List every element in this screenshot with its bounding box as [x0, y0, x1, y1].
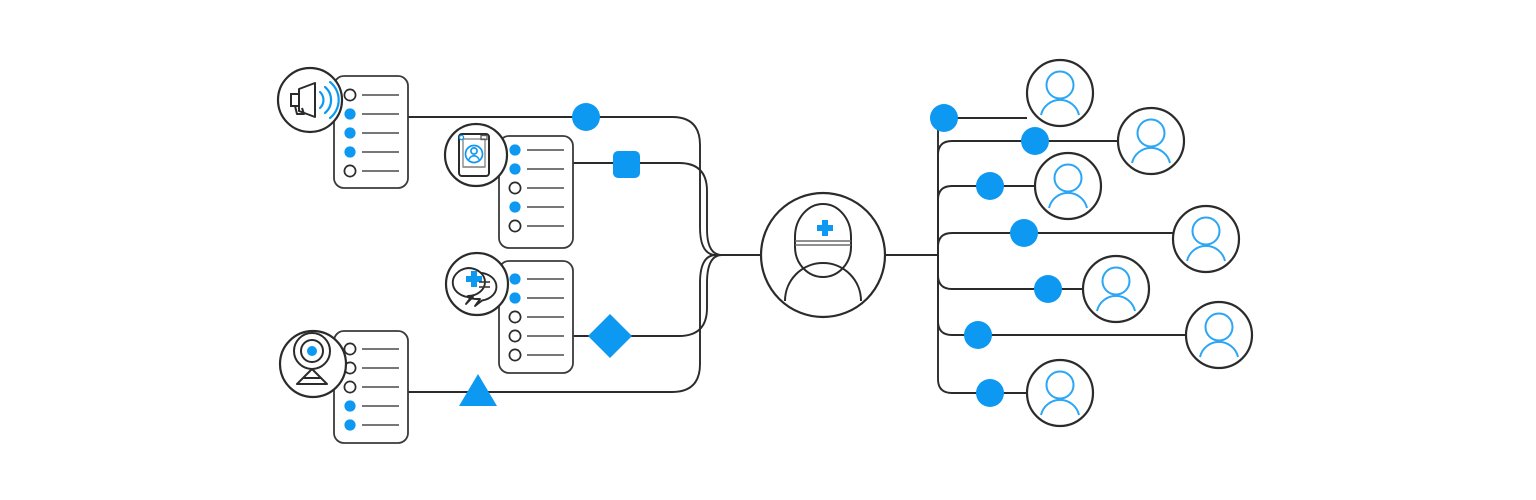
- square-marker: [613, 151, 640, 178]
- card-bullets: [508, 144, 522, 233]
- card-body: [333, 75, 409, 189]
- source-card-tablet[interactable]: [443, 122, 574, 249]
- node-dot-markers: [930, 104, 1062, 407]
- node-dot-marker: [930, 104, 958, 132]
- node-dot-marker: [1021, 127, 1049, 155]
- card-bullets: [343, 88, 357, 178]
- card-rows: [527, 278, 564, 356]
- edge-chat-to-hub: [573, 254, 761, 337]
- edge-tablet-to-hub: [573, 162, 761, 256]
- source-card-chat[interactable]: [444, 251, 574, 374]
- card-bullets: [508, 273, 522, 362]
- edge-hub-to-patient-7: [937, 255, 1027, 394]
- card-bullets: [343, 342, 357, 431]
- node-dot-marker: [976, 379, 1004, 407]
- source-card-camera[interactable]: [278, 329, 409, 444]
- patient-node-3[interactable]: [1033, 151, 1103, 221]
- card-rows: [527, 149, 564, 227]
- node-dot-marker: [1034, 275, 1062, 303]
- edge-hub-to-patient-2: [937, 140, 1118, 255]
- source-card-megaphone[interactable]: [276, 66, 409, 189]
- node-dot-marker: [1010, 219, 1038, 247]
- circle-marker: [572, 103, 600, 131]
- diamond-marker: [588, 314, 632, 358]
- card-rows: [362, 348, 399, 426]
- edge-hub-to-patient-4: [937, 232, 1173, 255]
- patient-nodes: [1025, 58, 1254, 428]
- patient-node-4[interactable]: [1171, 204, 1241, 274]
- triangle-marker: [459, 374, 497, 406]
- edge-megaphone-to-hub: [408, 116, 761, 256]
- patient-node-5[interactable]: [1081, 254, 1151, 324]
- badge-ring: [276, 66, 344, 134]
- hub-doctor-node[interactable]: [759, 191, 887, 319]
- patient-node-1[interactable]: [1025, 58, 1095, 128]
- edge-hub-to-patient-3: [937, 185, 1035, 255]
- edge-hub-to-patient-5: [937, 255, 1083, 290]
- connector-markers: [459, 103, 640, 406]
- patient-node-7[interactable]: [1025, 358, 1095, 428]
- node-dot-marker: [964, 321, 992, 349]
- patient-node-2[interactable]: [1116, 106, 1186, 176]
- left-connector-edges: [408, 116, 761, 393]
- patient-node-6[interactable]: [1184, 300, 1254, 370]
- node-dot-marker: [976, 172, 1004, 200]
- edge-camera-to-hub: [408, 254, 761, 393]
- card-rows: [362, 94, 399, 172]
